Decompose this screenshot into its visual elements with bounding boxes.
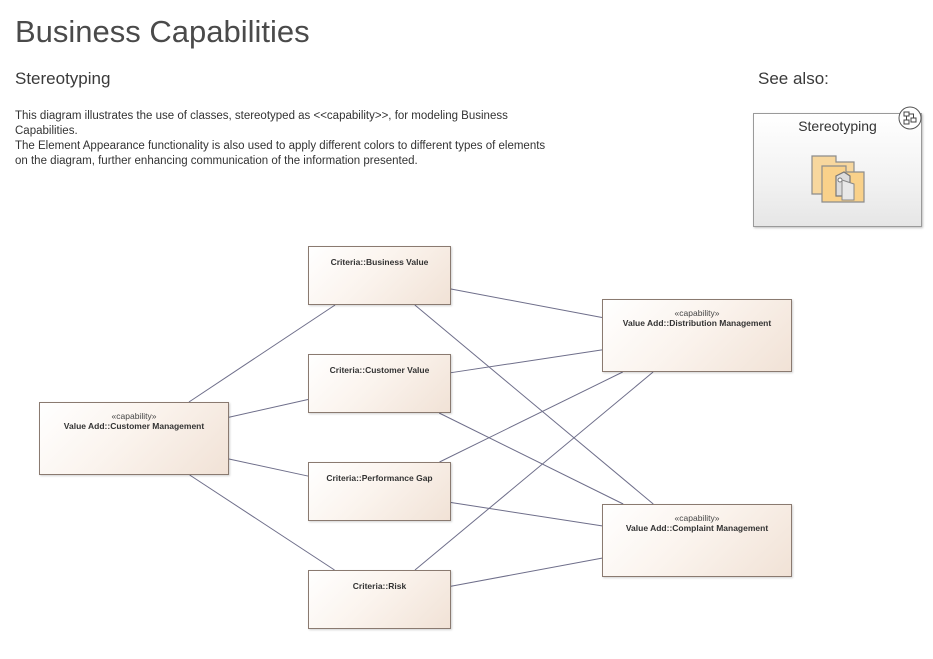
- package-folder-icon: [811, 155, 865, 203]
- criteria-performance-gap[interactable]: Criteria::Performance Gap: [308, 462, 451, 521]
- element-name: Value Add::Customer Management: [63, 421, 205, 431]
- connector-customer_management-to-business_value[interactable]: [188, 304, 336, 403]
- connector-performance_gap-to-complaint_management[interactable]: [450, 502, 603, 527]
- capability-distribution-management[interactable]: «capability» Value Add::Distribution Man…: [602, 299, 792, 372]
- see-also-heading: See also:: [758, 69, 829, 88]
- element-stereotype: «capability»: [674, 513, 720, 523]
- element-stereotype: «capability»: [111, 411, 157, 421]
- stereotyping-diagram-link[interactable]: Stereotyping: [753, 106, 922, 227]
- element-name: Value Add::Distribution Management: [622, 318, 772, 328]
- connector-business_value-to-complaint_management[interactable]: [414, 304, 654, 505]
- diagram-link-icon: [898, 106, 922, 130]
- connector-customer_management-to-risk[interactable]: [189, 474, 335, 571]
- element-name: Value Add::Complaint Management: [625, 523, 769, 533]
- page-title: Business Capabilities: [15, 14, 310, 49]
- diagram-link-label: Stereotyping: [798, 118, 877, 134]
- connector-risk-to-complaint_management[interactable]: [450, 557, 603, 587]
- element-name: Criteria::Risk: [352, 581, 407, 591]
- element-name: Criteria::Business Value: [330, 257, 429, 267]
- description-line: The Element Appearance functionality is …: [15, 140, 546, 167]
- capability-customer-management[interactable]: «capability» Value Add::Customer Managem…: [39, 402, 229, 475]
- diagram-description: This diagram illustrates the use of clas…: [15, 109, 555, 169]
- connector-business_value-to-distribution_management[interactable]: [450, 288, 603, 319]
- criteria-business-value[interactable]: Criteria::Business Value: [308, 246, 451, 305]
- element-name: Criteria::Performance Gap: [326, 473, 433, 483]
- connector-customer_management-to-customer_value[interactable]: [228, 399, 309, 418]
- element-name: Criteria::Customer Value: [329, 365, 430, 375]
- element-stereotype: «capability»: [674, 308, 720, 318]
- connector-customer_value-to-complaint_management[interactable]: [438, 412, 624, 505]
- description-line: This diagram illustrates the use of clas…: [15, 110, 508, 137]
- connector-performance_gap-to-distribution_management[interactable]: [439, 371, 623, 463]
- capability-complaint-management[interactable]: «capability» Value Add::Complaint Manage…: [602, 504, 792, 577]
- connector-customer_management-to-performance_gap[interactable]: [228, 458, 309, 477]
- criteria-risk[interactable]: Criteria::Risk: [308, 570, 451, 629]
- connector-customer_value-to-distribution_management[interactable]: [450, 349, 603, 374]
- criteria-customer-value[interactable]: Criteria::Customer Value: [308, 354, 451, 413]
- connector-risk-to-distribution_management[interactable]: [414, 371, 654, 571]
- section-subtitle: Stereotyping: [15, 69, 111, 88]
